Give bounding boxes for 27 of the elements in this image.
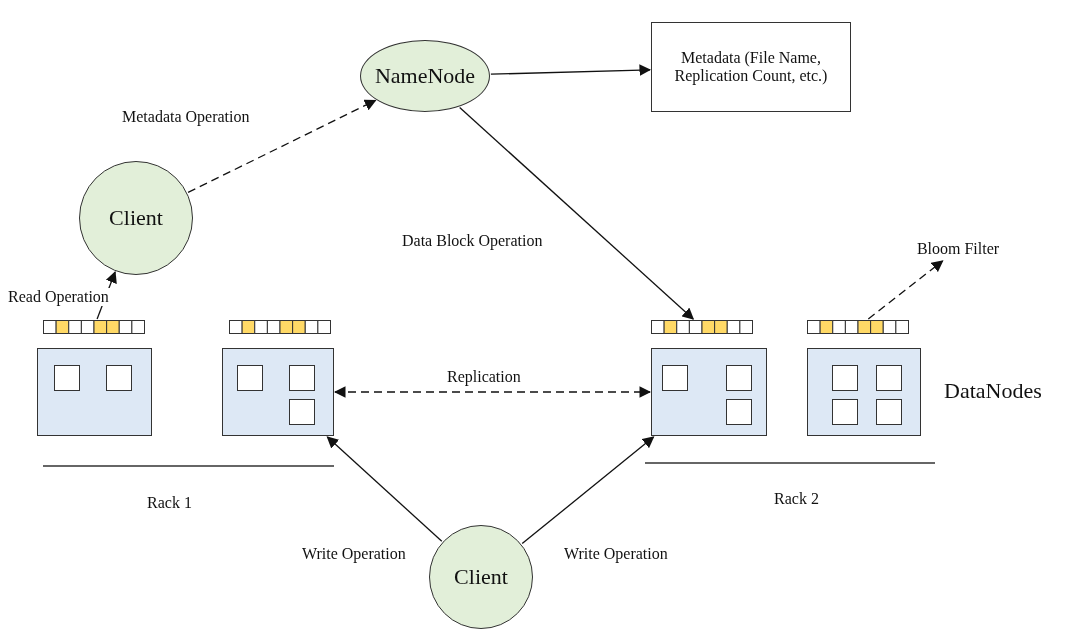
node-label: Client (109, 205, 163, 231)
datanode-box (222, 348, 334, 436)
arrow (867, 260, 944, 320)
arrow (187, 99, 377, 194)
datanode-box (807, 348, 921, 436)
datanode-box (651, 348, 767, 436)
arrow (521, 436, 655, 545)
bit-array (807, 320, 909, 334)
edge-label: Write Operation (300, 545, 408, 563)
arrow (490, 64, 652, 76)
arrow (459, 106, 695, 320)
node-label: Metadata (File Name, Replication Count, etc.) (673, 49, 829, 85)
datanode-box (37, 348, 152, 436)
metadata-box (651, 22, 851, 112)
arrow (326, 436, 443, 542)
edge-label: Metadata Operation (120, 108, 252, 126)
arrow (333, 386, 652, 398)
bit-array (651, 320, 753, 334)
edge-label: Read Operation (6, 288, 111, 306)
node-label: NameNode (374, 63, 476, 89)
bit-array (229, 320, 331, 334)
edge-label: Replication (445, 368, 523, 386)
edge-label: Write Operation (562, 545, 670, 563)
node-label: Bloom Filter (898, 238, 1018, 260)
bit-array (43, 320, 145, 334)
node-label: Client (454, 564, 508, 590)
edge-label: Data Block Operation (400, 232, 545, 250)
